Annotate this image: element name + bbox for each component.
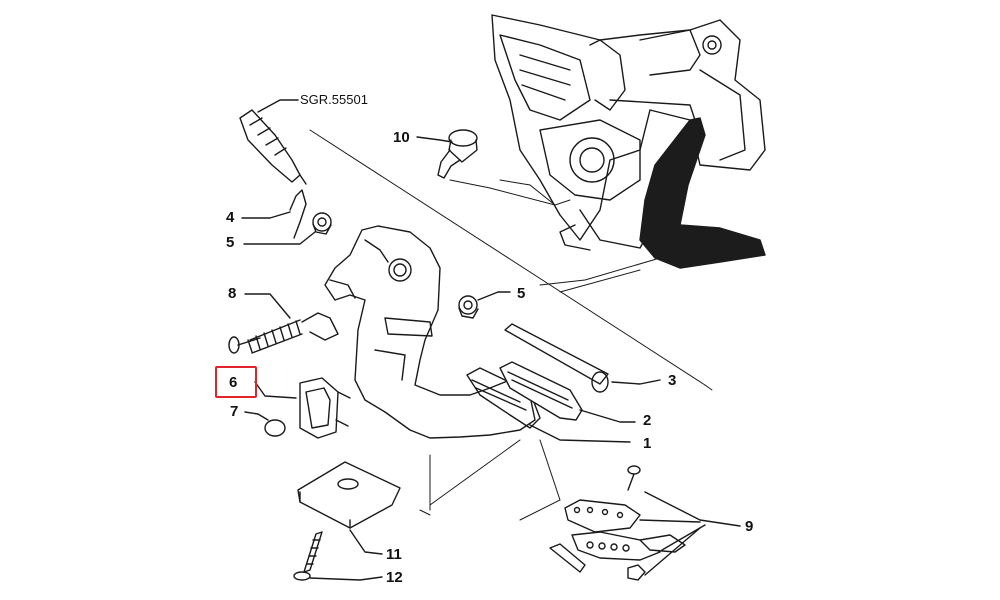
part-7-cap bbox=[244, 411, 286, 437]
callout-9: 9 bbox=[745, 518, 754, 535]
callout-12: 12 bbox=[386, 569, 403, 586]
callout-3: 3 bbox=[668, 372, 677, 389]
callout-6: 6 bbox=[229, 374, 238, 391]
callout-5-right: 5 bbox=[517, 285, 526, 302]
callout-1: 1 bbox=[643, 435, 652, 452]
construction-lines bbox=[309, 129, 713, 521]
pedal-box-bracket bbox=[491, 14, 766, 251]
part-9-bracket-kit bbox=[549, 465, 741, 581]
part-10-pivot-bolt bbox=[416, 129, 478, 179]
switch-sgr55501 bbox=[239, 99, 307, 185]
callout-2: 2 bbox=[643, 412, 652, 429]
part-11-pad-plate bbox=[297, 461, 401, 555]
installed-pedal-dark bbox=[639, 117, 766, 269]
callout-11: 11 bbox=[386, 546, 402, 563]
highlight-box-part-6 bbox=[215, 366, 257, 398]
part-6-pedal-stop bbox=[254, 377, 351, 439]
callout-4: 4 bbox=[226, 209, 235, 226]
part-8-spring bbox=[228, 293, 339, 354]
part-4-clip bbox=[241, 189, 307, 239]
part-1-pedal bbox=[324, 225, 541, 439]
part-5-bush-right bbox=[458, 291, 511, 319]
callout-10: 10 bbox=[393, 129, 410, 146]
part-2-pedal-pad bbox=[499, 361, 636, 423]
part-3-pin bbox=[504, 323, 661, 393]
callout-8: 8 bbox=[228, 285, 237, 302]
part-12-screw bbox=[293, 531, 383, 581]
part-5-bush-left bbox=[243, 212, 332, 245]
part-1-leader bbox=[529, 424, 631, 443]
callout-7: 7 bbox=[230, 403, 239, 420]
callout-sgr55501: SGR.55501 bbox=[300, 92, 368, 107]
callout-5-left: 5 bbox=[226, 234, 235, 251]
